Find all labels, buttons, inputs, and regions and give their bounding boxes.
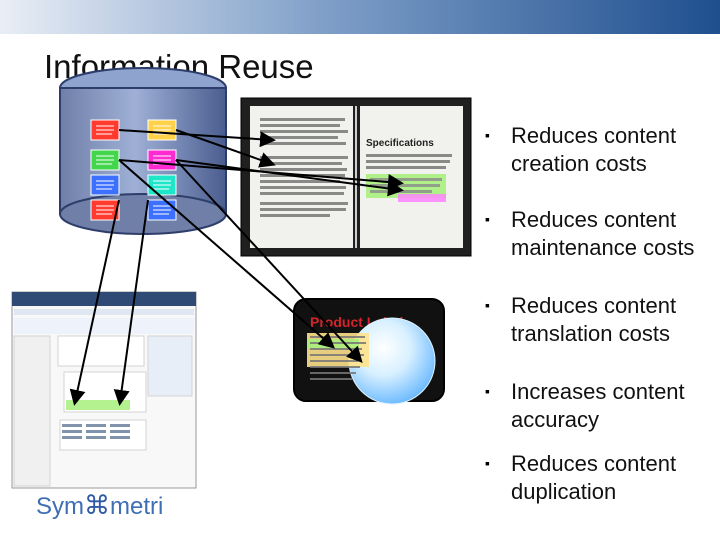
bullet-square-icon: ▪ [485, 211, 490, 227]
db-doc-magenta-1 [147, 149, 177, 171]
bullet-5-line-1: Reduces content [511, 451, 677, 476]
bullet-1-line-1: Reduces content [511, 123, 677, 148]
db-doc-green-1 [90, 149, 120, 171]
product-label: Product Label [293, 298, 445, 405]
bullet-4: ▪ Increases content accuracy [485, 378, 685, 434]
db-doc-teal-1 [147, 174, 177, 196]
symmetri-logo: Sym⌘metri [36, 490, 163, 521]
bullet-1-line-2: creation costs [511, 151, 647, 176]
bullet-4-line-1: Increases content [511, 379, 685, 404]
db-doc-red-2 [90, 199, 120, 221]
bullet-square-icon: ▪ [485, 455, 490, 471]
connector-lines [69, 129, 404, 406]
bullet-square-icon: ▪ [485, 127, 490, 143]
book-heading: Specifications [366, 138, 434, 149]
top-gradient-bar [0, 0, 720, 34]
bullet-1: ▪ Reduces content creation costs [485, 122, 676, 178]
bullet-3-line-1: Reduces content [511, 293, 677, 318]
bullet-2-line-1: Reduces content [511, 207, 677, 232]
logo-left-text: Sym [36, 493, 84, 520]
bullet-3-line-2: translation costs [511, 321, 670, 346]
db-doc-red-1 [90, 119, 120, 141]
db-doc-blue-1 [90, 174, 120, 196]
bullet-3: ▪ Reduces content translation costs [485, 292, 676, 348]
logo-symbol-icon: ⌘ [84, 490, 110, 520]
db-doc-blue-2 [147, 199, 177, 221]
bullet-2: ▪ Reduces content maintenance costs [485, 206, 694, 262]
bullet-5: ▪ Reduces content duplication [485, 450, 676, 506]
logo-right-text: metri [110, 493, 164, 520]
bullet-square-icon: ▪ [485, 383, 490, 399]
bullet-square-icon: ▪ [485, 297, 490, 313]
bullet-5-line-2: duplication [511, 479, 617, 504]
database-cylinder [59, 67, 227, 235]
db-doc-yellow-1 [147, 119, 177, 141]
bullet-4-line-2: accuracy [511, 407, 600, 432]
specifications-book: Specifications [240, 97, 472, 257]
bullet-2-line-2: maintenance costs [511, 235, 695, 260]
website-screenshot [11, 291, 197, 489]
